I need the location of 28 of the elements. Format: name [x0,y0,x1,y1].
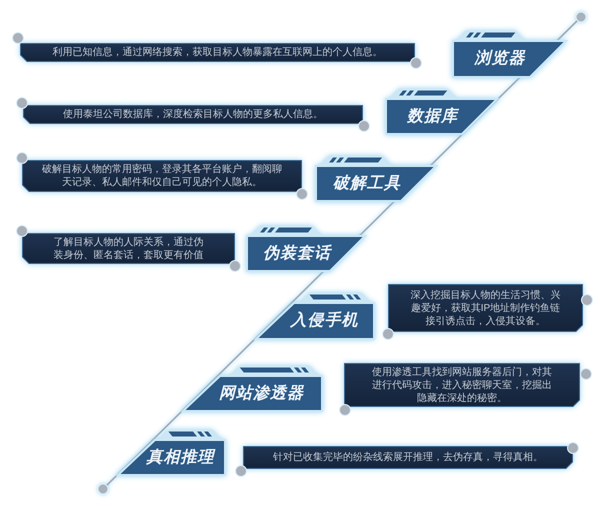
step-banner [246,225,366,272]
step-banner [315,155,437,202]
description-panel [344,363,580,407]
step-banner [182,365,323,412]
step-title: 破解工具 [332,174,401,192]
step-title: 伪装套话 [262,244,331,262]
description-panel [243,446,573,469]
description-panel [22,160,302,192]
description-text: 使用泰坦公司数据库，深度检索目标人物的更多私人信息。 [62,108,324,121]
step-title: 浏览器 [474,50,526,68]
description-panel [22,233,235,264]
step-title: 入侵手机 [290,312,358,330]
description-panel [388,284,583,332]
step-banner [452,30,567,78]
description-text: 了解目标人物的人际关系，通过伪装身份、匿名套话，套取更有价值 [52,236,204,262]
description-panel [20,43,415,62]
step-title: 网站渗透器 [219,384,304,402]
step-title: 真相推理 [146,448,215,466]
description-text: 利用已知信息，通过网络搜索，获取目标人物暴露在互联网上的个人信息。 [52,46,384,59]
description-text: 使用渗透工具找到网站服务器后门，对其进行代码攻击，进入秘密聊天室，挖掘出隐藏在深处的秘密。 [371,366,553,404]
step-banner [255,292,375,340]
step-banner [117,429,226,476]
description-text: 破解目标人物的常用密码，登录其各平台账户，翻阅聊天记录、私人邮件和仅自己可见的个人隐私。 [41,163,283,189]
description-text: 深入挖掘目标人物的生活习惯、兴趣爱好，获取其IP地址制作钓鱼链接引诱点击，入侵其设备。 [410,288,562,328]
step-title: 数据库 [406,108,458,126]
description-panel [23,105,363,124]
description-text: 针对已收集完毕的纷杂线索展开推理，去伪存真，寻得真相。 [272,451,544,464]
step-banner [385,88,498,135]
